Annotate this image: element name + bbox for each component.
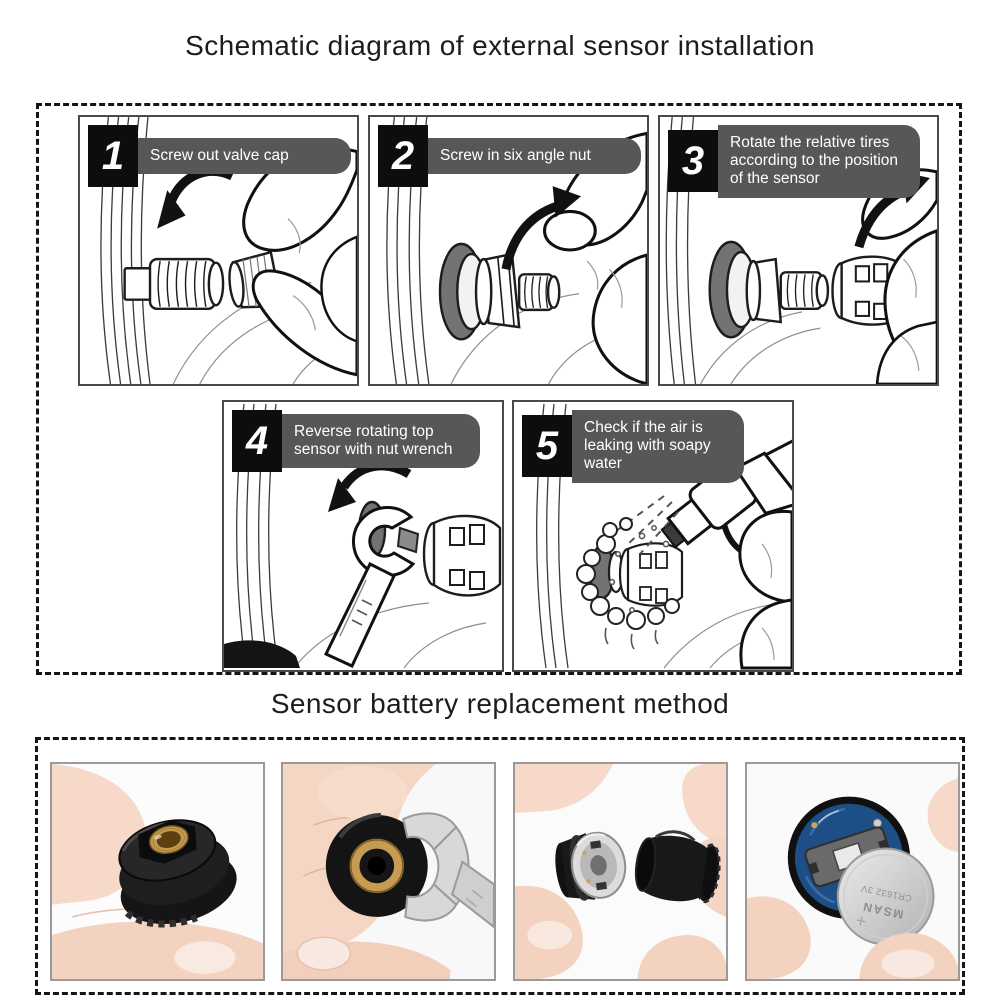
- step3-number: 3: [668, 130, 718, 193]
- step-panel-2: 2 Screw in six angle nut: [368, 115, 649, 386]
- step5-header: 5 Check if the air is leaking with soapy…: [522, 410, 786, 483]
- thread-lines: [786, 274, 814, 307]
- step4-label: Reverse rotating top sensor with nut wre…: [282, 413, 480, 469]
- fingers: [747, 778, 958, 979]
- step3-label: Rotate the relative tires according to t…: [718, 125, 920, 198]
- step2-label: Screw in six angle nut: [428, 137, 641, 175]
- hand: [738, 509, 792, 670]
- sensor-knurl-notches: [854, 263, 889, 321]
- tire-shadow: [224, 640, 300, 668]
- step4-header: 4 Reverse rotating top sensor with nut w…: [232, 410, 496, 472]
- step1-header: 1 Screw out valve cap: [88, 125, 351, 187]
- photo-wrench-on-sensor: [281, 762, 496, 981]
- tire-curves: [293, 602, 487, 669]
- hex-nut: [745, 257, 783, 324]
- photo1-graphic: [52, 764, 263, 979]
- fingertip: [317, 766, 408, 820]
- step2-number: 2: [378, 125, 428, 187]
- nut-wrench: [402, 812, 494, 929]
- step-panel-4: 4 Reverse rotating top sensor with nut w…: [222, 400, 504, 672]
- page-title: Schematic diagram of external sensor ins…: [185, 30, 815, 61]
- sensor-cap: [634, 830, 721, 904]
- left-hand: [515, 764, 613, 979]
- soap-droplets: [608, 525, 670, 613]
- step1-label: Screw out valve cap: [138, 137, 351, 175]
- coin-battery: MSAN CR1632 3V +: [836, 847, 935, 946]
- step-panel-1: 1 Screw out valve cap: [78, 115, 359, 386]
- mounted-sensor: [588, 542, 684, 607]
- photo-battery-replacement: MSAN CR1632 3V +: [745, 762, 960, 981]
- thread-lines: [524, 276, 549, 308]
- soap-foam: [576, 517, 680, 630]
- step5-number: 5: [522, 415, 572, 478]
- fingernail: [881, 949, 935, 978]
- step1-label-text: Screw out valve cap: [150, 146, 289, 164]
- valve-threads: [157, 261, 207, 307]
- photo4-graphic: MSAN CR1632 3V +: [747, 764, 958, 979]
- step5-drawing: [536, 403, 792, 670]
- installation-steps-box: 1 Screw out valve cap: [36, 103, 962, 675]
- valve-thread-tip: [517, 273, 561, 312]
- step4-illustration: [224, 402, 502, 670]
- battery-section-title: Sensor battery replacement method: [270, 688, 730, 719]
- hand-creases: [586, 260, 623, 308]
- sensor-knurl-notches: [449, 524, 485, 590]
- soap-drips: [604, 627, 659, 650]
- photo-sensor-in-hand: [50, 762, 265, 981]
- hand-creases: [761, 543, 775, 661]
- valve-thread-tip: [779, 271, 830, 311]
- sensor-cap: [118, 819, 237, 928]
- battery-polarity: +: [854, 909, 869, 932]
- step2-label-text: Screw in six angle nut: [440, 146, 591, 164]
- step1-number: 1: [88, 125, 138, 187]
- rotate-arrow-icon: [501, 186, 582, 271]
- hand-creases: [901, 258, 920, 371]
- step2-header: 2 Screw in six angle nut: [378, 125, 641, 187]
- step-panel-5: 5 Check if the air is leaking with soapy…: [512, 400, 794, 672]
- step5-illustration: [514, 402, 792, 670]
- step4-number: 4: [232, 410, 282, 472]
- step5-label-text: Check if the air is leaking with soapy w…: [584, 419, 711, 472]
- nut-wrench: [323, 506, 420, 668]
- sensor-core: [555, 831, 627, 901]
- step4-label-text: Reverse rotating top sensor with nut wre…: [294, 422, 453, 458]
- step-panel-3: 3 Rotate the relative tires according to…: [658, 115, 939, 386]
- sensor-face: [325, 812, 428, 917]
- step4-drawing: [224, 403, 502, 669]
- photo-sensor-opened: [513, 762, 728, 981]
- hand-creases: [287, 218, 317, 331]
- photo2-graphic: [283, 764, 494, 979]
- step5-label: Check if the air is leaking with soapy w…: [572, 410, 744, 483]
- tire-curves: [700, 311, 821, 384]
- step3-label-text: Rotate the relative tires according to t…: [730, 134, 899, 187]
- valve-stem: [123, 257, 225, 311]
- step3-header: 3 Rotate the relative tires according to…: [668, 125, 931, 198]
- battery-replacement-box: MSAN CR1632 3V +: [35, 737, 965, 995]
- photo3-graphic: [515, 764, 726, 979]
